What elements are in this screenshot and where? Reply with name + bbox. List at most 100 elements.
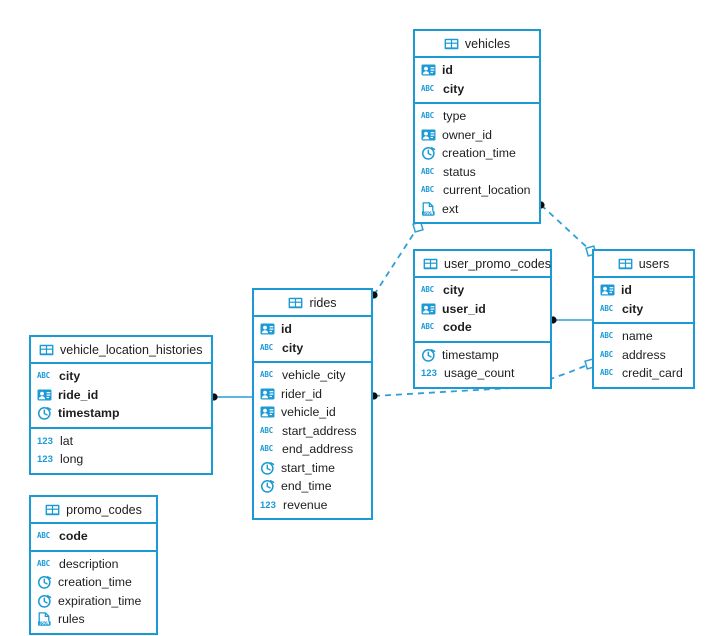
field-name: credit_card [622,366,683,381]
field-name: start_address [282,423,357,438]
abc-string-icon: ABC [421,111,434,121]
field-name: expiration_time [58,593,142,608]
entity-title: promo_codes [66,502,142,517]
relationship-line-vehicles-users [540,204,592,252]
field-name: start_time [281,460,335,475]
field-name: end_time [281,479,332,494]
field-name: current_location [443,183,531,198]
field-vehicles-id[interactable]: id [415,61,539,80]
svg-text:JSON: JSON [39,621,49,626]
field-name: usage_count [444,366,515,381]
field-vehicles-current_location[interactable]: ABC current_location [415,181,539,200]
abc-string-icon: ABC [37,558,50,568]
clock-icon [260,479,275,493]
field-users-id[interactable]: id [594,281,693,300]
field-name: id [281,322,292,337]
field-name: end_address [282,442,354,457]
clock-icon [37,406,52,420]
field-rides-end_address[interactable]: ABC end_address [254,440,371,459]
entity-header-user_promo_codes[interactable]: user_promo_codes [415,251,551,276]
clock-icon [260,461,275,475]
entity-header-users[interactable]: users [594,251,693,276]
abc-string-icon: ABC [421,185,434,195]
field-promo_codes-description[interactable]: ABC description [31,555,156,574]
uuid-badge-icon [37,388,52,402]
field-user_promo_codes-usage_count[interactable]: 123 usage_count [415,364,550,383]
field-name: code [443,320,472,335]
table-grid-icon [288,296,303,310]
field-promo_codes-creation_time[interactable]: creation_time [31,573,156,592]
field-vehicle_location_histories-timestamp[interactable]: timestamp [31,404,211,423]
abc-string-icon: ABC [260,370,273,380]
field-name: id [621,283,632,298]
field-name: id [442,63,453,78]
field-name: creation_time [442,146,516,161]
uuid-badge-icon [421,128,436,142]
field-rides-start_time[interactable]: start_time [254,459,371,478]
field-name: lat [60,433,73,448]
field-promo_codes-expiration_time[interactable]: expiration_time [31,592,156,611]
entity-header-rides[interactable]: rides [254,290,371,315]
field-name: address [622,347,666,362]
abc-string-icon: ABC [421,322,434,332]
field-rides-end_time[interactable]: end_time [254,477,371,496]
abc-string-icon: ABC [260,444,273,454]
field-vehicles-creation_time[interactable]: creation_time [415,144,539,163]
abc-string-icon: ABC [260,342,273,352]
field-name: city [59,369,81,384]
abc-string-icon: ABC [421,166,434,176]
field-user_promo_codes-timestamp[interactable]: timestamp [415,346,550,365]
entity-header-vehicle_location_histories[interactable]: vehicle_location_histories [31,337,211,362]
123-number-icon: 123 [421,368,437,380]
field-name: code [59,529,88,544]
field-name: vehicle_id [281,405,336,420]
entity-header-vehicles[interactable]: vehicles [415,31,539,56]
entity-title: vehicle_location_histories [60,342,203,357]
field-rides-vehicle_id[interactable]: vehicle_id [254,403,371,422]
field-rides-id[interactable]: id [254,320,371,339]
field-name: description [59,556,119,571]
uuid-badge-icon [260,405,275,419]
entity-header-promo_codes[interactable]: promo_codes [31,497,156,522]
field-vehicles-owner_id[interactable]: owner_id [415,126,539,145]
field-vehicle_location_histories-ride_id[interactable]: ride_id [31,386,211,405]
field-name: city [622,301,644,316]
field-user_promo_codes-user_id[interactable]: user_id [415,300,550,319]
123-number-icon: 123 [37,454,53,466]
field-user_promo_codes-code[interactable]: ABC code [415,318,550,337]
field-rides-rider_id[interactable]: rider_id [254,385,371,404]
field-name: rider_id [281,386,323,401]
